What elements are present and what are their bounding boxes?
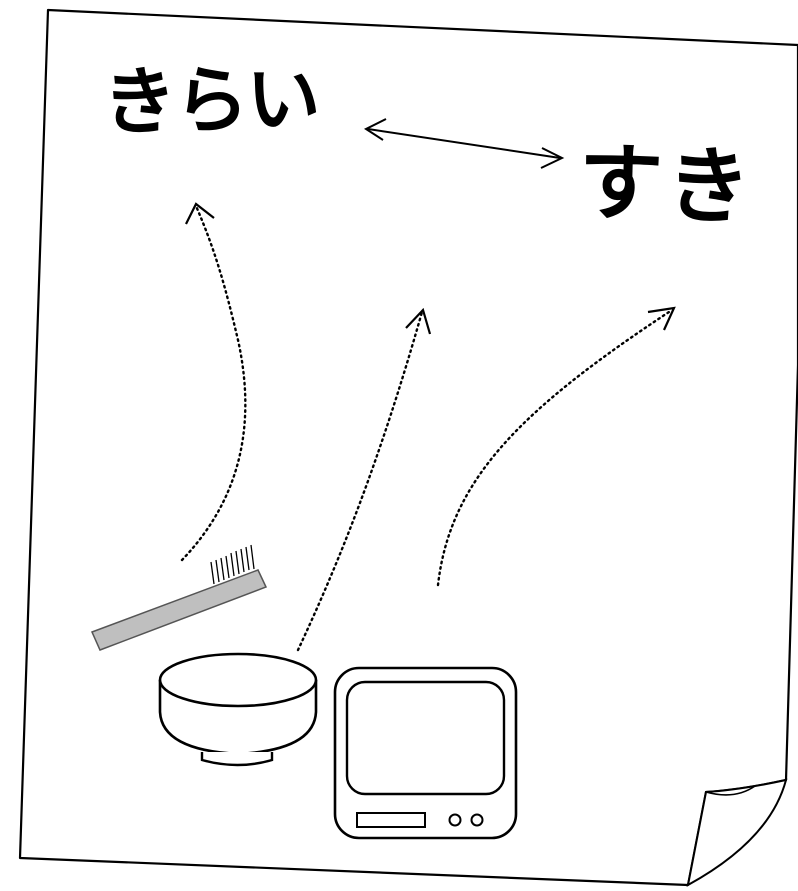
arrowhead-3 (647, 306, 676, 331)
label-dislike: きらい (101, 56, 320, 146)
toothbrush-icon (90, 544, 268, 651)
television-icon (333, 666, 518, 840)
dotted-arrow-bowl (296, 310, 424, 652)
arrowhead-2 (405, 307, 432, 335)
dotted-arrow-toothbrush (180, 204, 247, 562)
label-like: すき (576, 133, 757, 238)
arrowhead-1 (185, 202, 215, 225)
rice-bowl-icon (158, 652, 318, 767)
double-arrow (363, 118, 565, 169)
dotted-arrow-tv (436, 308, 674, 587)
